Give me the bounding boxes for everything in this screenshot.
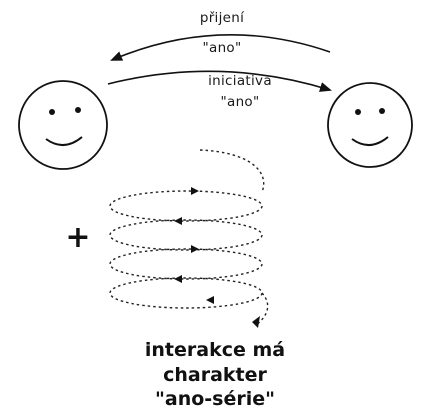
caption-line-3: "ano-série" <box>155 388 275 410</box>
right-smiley-face-icon <box>327 82 413 168</box>
arrow-left-to-right <box>107 70 332 92</box>
plus-sign: + <box>65 220 90 255</box>
label-prijeni: přijení <box>200 10 245 26</box>
label-iniciativa: iniciativa <box>208 73 272 89</box>
left-smiley-face-icon <box>18 80 108 170</box>
spiral-direction-arrows <box>174 187 260 328</box>
caption-line-2: charakter <box>163 364 267 386</box>
ano-series-spiral <box>109 149 269 326</box>
label-ano-top: "ano" <box>202 40 241 56</box>
label-ano-mid: "ano" <box>220 94 259 110</box>
arrow-right-to-left <box>110 34 331 61</box>
caption-line-1: interakce má <box>145 339 285 361</box>
